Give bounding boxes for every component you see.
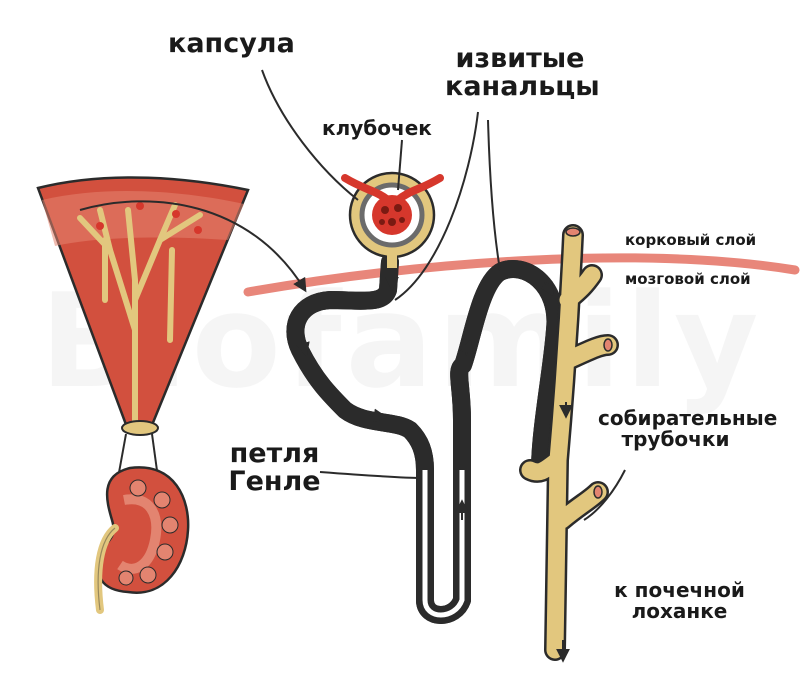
label-to-pelvis-line1: к почечной	[614, 578, 745, 602]
kidney-wedge	[36, 176, 250, 479]
label-collecting-ducts-line1: собирательные	[598, 406, 778, 430]
label-henle-loop-line1: петля	[229, 438, 320, 469]
label-cortex: корковый слой	[625, 231, 757, 249]
label-collecting-ducts: собирательные трубочки	[598, 406, 778, 451]
pointer-arrow-wedge	[79, 200, 307, 293]
label-to-pelvis-line2: лоханке	[631, 599, 728, 623]
collecting-duct	[519, 224, 619, 663]
label-glomerulus: клубочек	[322, 116, 432, 140]
label-to-pelvis: к почечной лоханке	[612, 580, 747, 622]
label-convoluted-tubules-line1: извитые	[455, 43, 585, 74]
label-henle-loop: петля Генле	[222, 438, 327, 498]
nephron-tubule	[295, 253, 555, 615]
label-convoluted-tubules-line2: канальцы	[445, 71, 600, 103]
kidney-icon	[94, 466, 190, 614]
label-capsule: капсула	[168, 28, 295, 59]
glomerulus-capsule	[341, 171, 444, 268]
label-convoluted-tubules: извитые канальцы	[445, 43, 600, 103]
flow-arrows	[296, 275, 573, 520]
label-collecting-ducts-line2: трубочки	[621, 427, 730, 451]
label-pointers	[261, 69, 626, 521]
label-henle-loop-line2: Генле	[228, 466, 321, 498]
label-medulla: мозговой слой	[625, 270, 751, 288]
cortex-medulla-boundary	[243, 253, 800, 297]
